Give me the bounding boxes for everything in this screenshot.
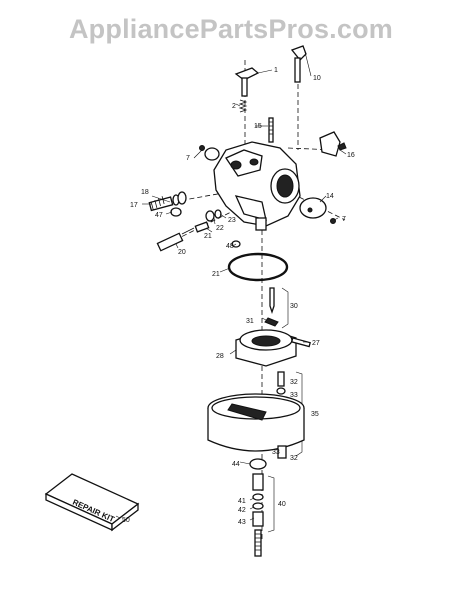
choke-shaft-part: [234, 67, 260, 97]
needle-valve-part: [156, 227, 195, 252]
callout-47: 47: [155, 212, 163, 219]
callout-32-top: 32: [290, 379, 298, 386]
float-pin-part: [290, 337, 311, 348]
idle-screw-part: [148, 191, 187, 212]
nut-bracket-line: [267, 475, 275, 533]
callout-17: 17: [130, 202, 138, 209]
throttle-shaft-part: [290, 45, 307, 83]
float-bowl-part: [207, 393, 305, 452]
callout-50: 50: [122, 517, 130, 524]
float-part: [235, 329, 297, 367]
callout-41: 41: [238, 498, 246, 505]
callout-10: 10: [313, 75, 321, 82]
bowl-drain-part: [277, 445, 287, 459]
callout-44: 44: [232, 461, 240, 468]
callout-28: 28: [216, 353, 224, 360]
callout-21-jet: 21: [204, 233, 212, 240]
callout-27: 27: [312, 340, 320, 347]
callout-22: 22: [216, 225, 224, 232]
callout-1: 1: [274, 67, 278, 74]
callout-2: 2: [232, 103, 236, 110]
callout-7-right: 7: [342, 216, 346, 223]
watermark-logo: AppliancePartsPros.com: [68, 14, 393, 44]
callout-20: 20: [178, 249, 186, 256]
leader-lines: [115, 51, 347, 521]
main-jet-part: [194, 209, 222, 233]
screw-part: [268, 117, 274, 143]
callout-21-gasket: 21: [212, 271, 220, 278]
callout-32-bottom: 32: [290, 455, 298, 462]
carburetor-body: [213, 141, 301, 231]
repair-kit-box: REPAIR KIT: [44, 473, 140, 532]
float-needle-part: [264, 287, 279, 327]
bowl-gasket-part: [227, 252, 289, 282]
callout-23: 23: [228, 217, 236, 224]
throttle-lever-part: [319, 131, 347, 157]
callout-15: 15: [254, 123, 262, 130]
bowl-nut-part: [252, 473, 264, 557]
callout-31: 31: [246, 318, 254, 325]
callout-33-top: 33: [290, 392, 298, 399]
float-bracket-line: [281, 287, 289, 329]
callout-33-bottom: 33: [272, 449, 280, 456]
bowl-washer-part: [249, 458, 267, 470]
callout-16: 16: [347, 152, 355, 159]
callout-42: 42: [238, 507, 246, 514]
callout-7-left: 7: [186, 155, 190, 162]
drain-screw-part: [276, 371, 286, 395]
callout-43: 43: [238, 519, 246, 526]
callout-18: 18: [141, 189, 149, 196]
callout-14: 14: [326, 193, 334, 200]
throttle-plate-part: [299, 197, 336, 224]
callout-30: 30: [290, 303, 298, 310]
callout-48: 48: [226, 243, 234, 250]
callout-40: 40: [278, 501, 286, 508]
callout-35: 35: [311, 411, 319, 418]
spring-part: [238, 99, 248, 113]
o-ring-part: [170, 207, 182, 217]
choke-plate-part: [199, 145, 220, 161]
